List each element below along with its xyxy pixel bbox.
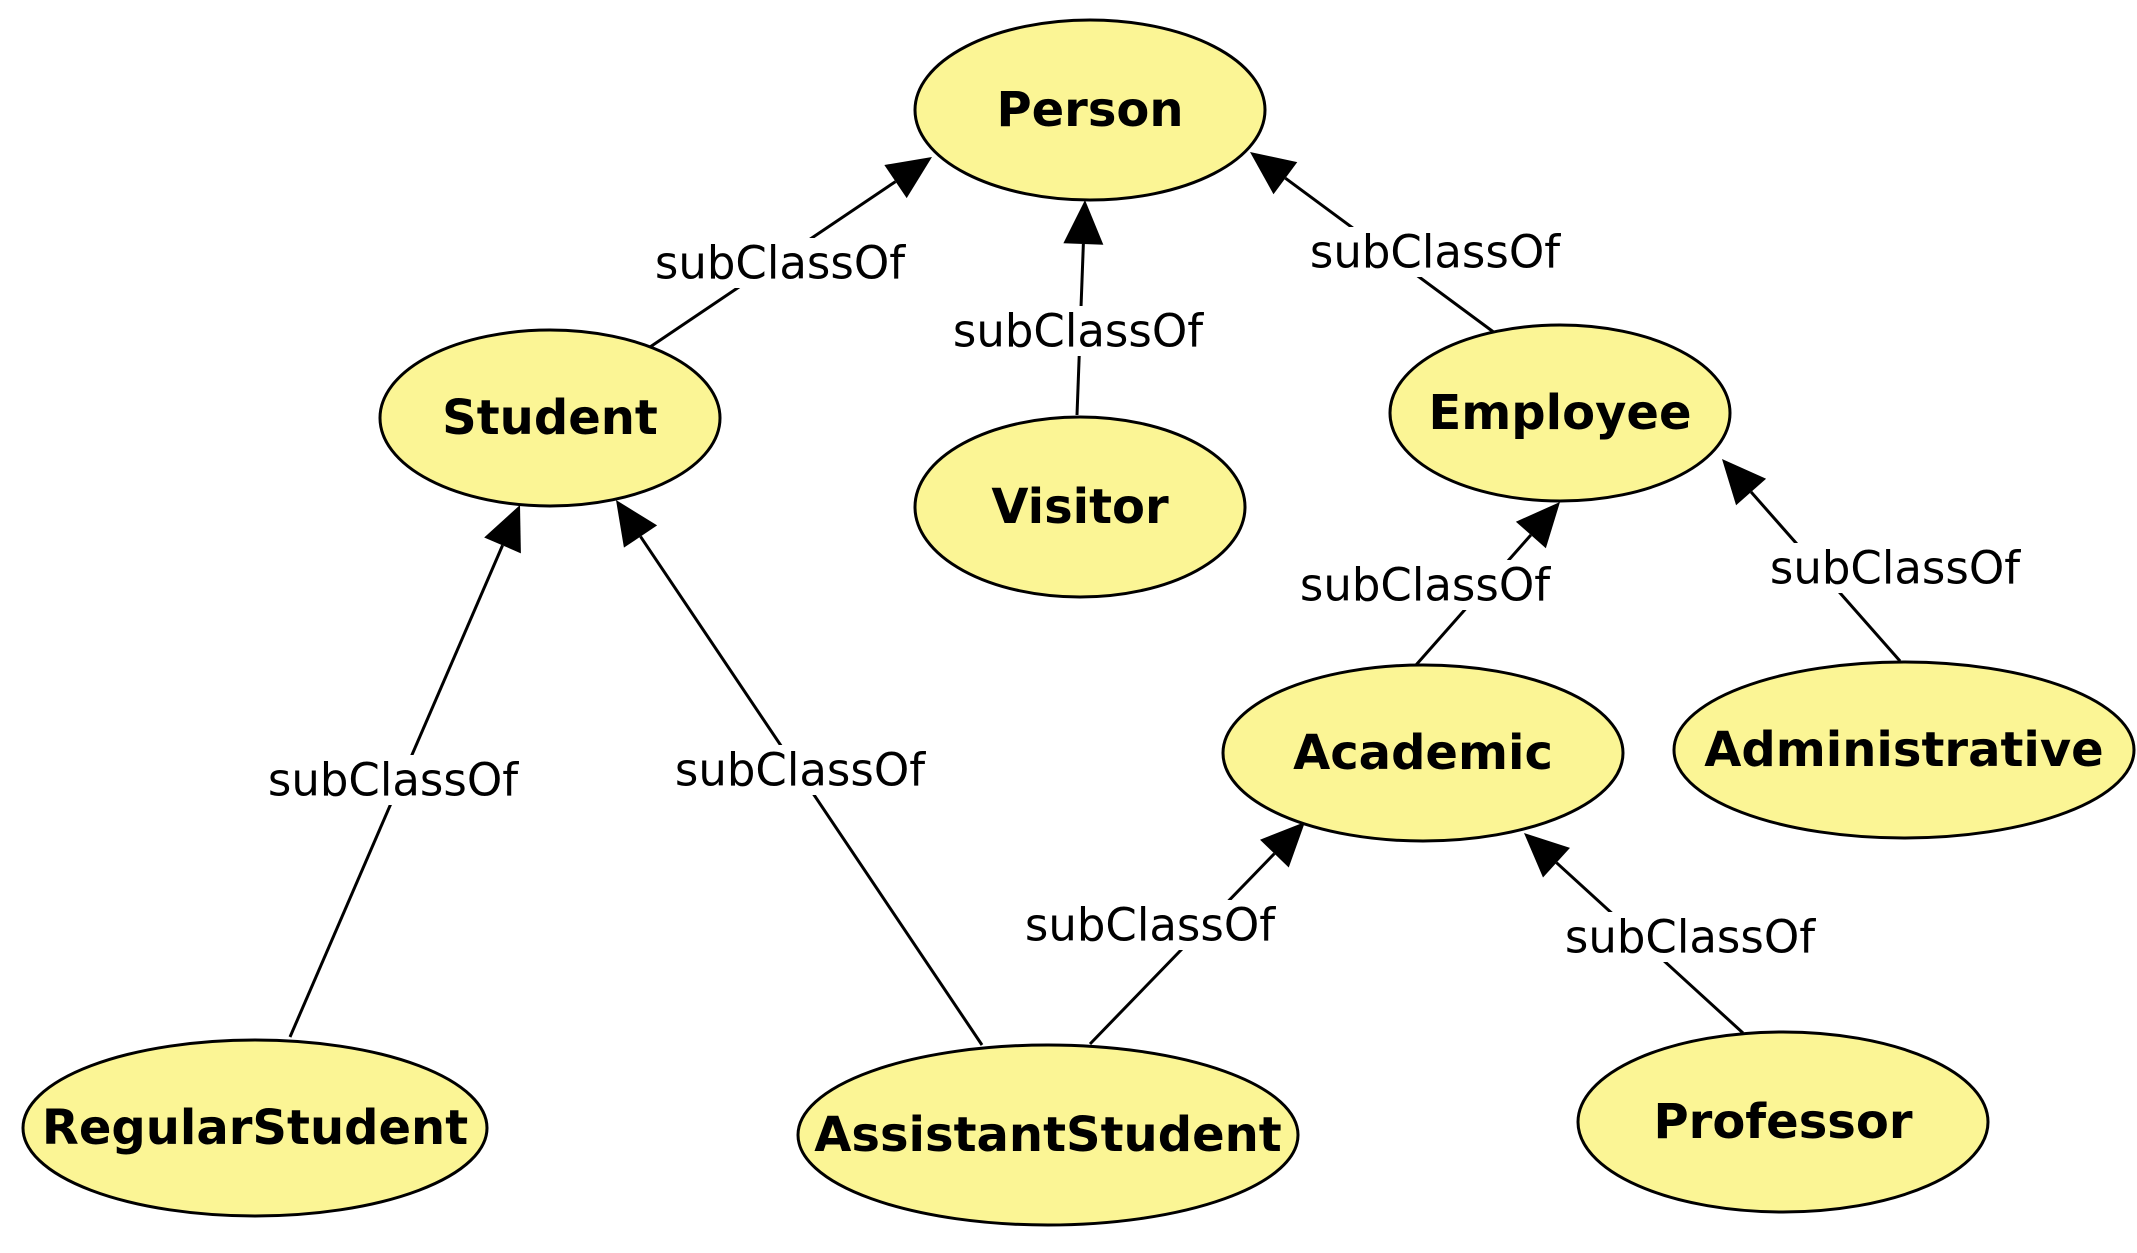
- node-professor: Professor: [1576, 1030, 1990, 1214]
- node-ellipse: [378, 328, 722, 508]
- edges-layer: subClassOf subClassOf subClassOf subClassOf…: [257, 152, 2031, 1046]
- edge-label: subClassOf: [953, 305, 1204, 358]
- node-label: Academic: [1293, 725, 1553, 781]
- node-label: Administrative: [1704, 722, 2103, 778]
- edge-label: subClassOf: [268, 754, 519, 807]
- edge-label: subClassOf: [675, 744, 926, 797]
- node-label: Student: [442, 390, 658, 446]
- arrowhead-icon: [1250, 152, 1298, 195]
- edge-administrative-to-employee: subClassOf: [1722, 459, 2031, 662]
- edge-label-background: [1289, 560, 1561, 610]
- edge-label-background: [1554, 912, 1826, 962]
- edge-label: subClassOf: [1310, 226, 1561, 279]
- node-regularstudent: RegularStudent: [21, 1038, 489, 1218]
- edge-professor-to-academic: subClassOf: [1524, 833, 1826, 1035]
- node-ellipse: [913, 415, 1247, 599]
- node-ellipse: [1576, 1030, 1990, 1214]
- edge-label: subClassOf: [1300, 559, 1551, 612]
- node-academic: Academic: [1221, 663, 1625, 843]
- node-administrative: Administrative: [1672, 660, 2136, 840]
- node-ellipse: [1672, 660, 2136, 840]
- arrowhead-icon: [1722, 459, 1767, 506]
- edge-label-background: [1299, 227, 1571, 277]
- edge-label-background: [942, 306, 1214, 356]
- node-label: Professor: [1653, 1094, 1912, 1150]
- arrowhead-icon: [884, 157, 932, 199]
- edge-regularstudent-to-student: subClassOf: [257, 505, 529, 1038]
- edge-academic-to-employee: subClassOf: [1289, 502, 1561, 666]
- edge-label: subClassOf: [1565, 911, 1816, 964]
- node-label: Employee: [1429, 385, 1692, 441]
- node-label: RegularStudent: [42, 1100, 468, 1156]
- edge-label-background: [1014, 900, 1286, 950]
- edge-employee-to-person: subClassOf: [1250, 152, 1571, 341]
- edge-label-background: [1759, 543, 2031, 593]
- node-ellipse: [796, 1043, 1300, 1227]
- arrowhead-icon: [484, 505, 521, 554]
- node-ellipse: [1388, 323, 1732, 503]
- node-label: Person: [996, 82, 1183, 138]
- edge-label: subClassOf: [1025, 899, 1276, 952]
- edge-assistantstudent-to-student: subClassOf: [616, 500, 984, 1046]
- edge-label-background: [644, 238, 916, 288]
- edge-label-background: [257, 755, 529, 805]
- node-employee: Employee: [1388, 323, 1732, 503]
- edge-assistantstudent-to-academic: subClassOf: [1014, 822, 1305, 1046]
- arrowhead-icon: [1063, 200, 1104, 245]
- edge-student-to-person: subClassOf: [644, 157, 932, 349]
- edge-label: subClassOf: [1770, 542, 2021, 595]
- edge-visitor-to-person: subClassOf: [942, 200, 1214, 416]
- node-ellipse: [913, 18, 1267, 202]
- node-visitor: Visitor: [913, 415, 1247, 599]
- edge-label: subClassOf: [655, 237, 906, 290]
- node-label: Visitor: [991, 479, 1169, 535]
- arrowhead-icon: [616, 500, 658, 548]
- node-person: Person: [913, 18, 1267, 202]
- node-label: AssistantStudent: [814, 1107, 1281, 1163]
- edge-label-background: [664, 745, 936, 795]
- arrowhead-icon: [1260, 822, 1305, 868]
- node-ellipse: [21, 1038, 489, 1218]
- arrowhead-icon: [1515, 502, 1560, 549]
- node-student: Student: [378, 328, 722, 508]
- node-ellipse: [1221, 663, 1625, 843]
- node-assistantstudent: AssistantStudent: [796, 1043, 1300, 1227]
- arrowhead-icon: [1524, 833, 1570, 878]
